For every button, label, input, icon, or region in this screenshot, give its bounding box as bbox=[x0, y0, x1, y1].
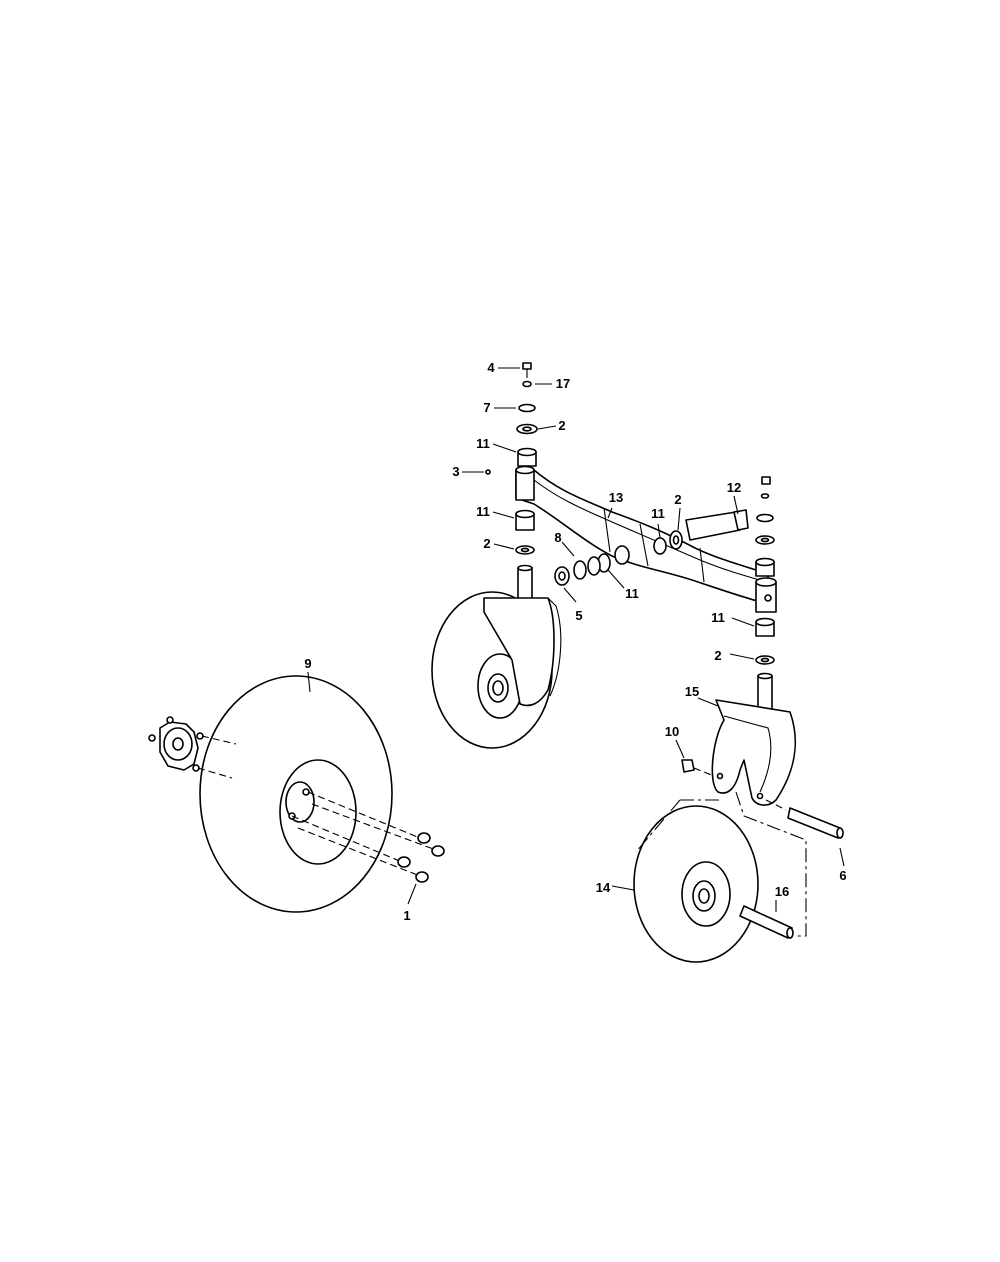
callout-3: 3 bbox=[452, 464, 459, 479]
left-caster-assembly bbox=[431, 564, 562, 749]
left-spindle-hardware bbox=[485, 362, 538, 555]
right-caster-fork bbox=[681, 672, 844, 839]
leader-lines bbox=[307, 367, 845, 912]
callout-8: 8 bbox=[554, 530, 561, 545]
callout-15: 15 bbox=[685, 684, 699, 699]
callout-7: 7 bbox=[483, 400, 490, 415]
callout-11: 11 bbox=[711, 610, 725, 625]
callout-2: 2 bbox=[714, 648, 721, 663]
callout-2: 2 bbox=[558, 418, 565, 433]
callout-17: 17 bbox=[556, 376, 570, 391]
callout-11: 11 bbox=[476, 504, 490, 519]
callout-11: 11 bbox=[625, 586, 639, 601]
callout-5: 5 bbox=[575, 608, 582, 623]
callout-12: 12 bbox=[727, 480, 741, 495]
pivot-bolt-hardware bbox=[554, 509, 749, 586]
front-axle-beam bbox=[515, 469, 769, 605]
callout-13: 13 bbox=[609, 490, 623, 505]
callout-11: 11 bbox=[476, 436, 490, 451]
callout-16: 16 bbox=[775, 884, 789, 899]
callout-2: 2 bbox=[674, 492, 681, 507]
callout-4: 4 bbox=[487, 360, 495, 375]
callout-6: 6 bbox=[839, 868, 846, 883]
rear-wheel-assembly bbox=[148, 675, 445, 913]
callout-labels: 1 2 2 2 2 3 4 5 6 7 8 9 10 11 11 11 11 1… bbox=[304, 360, 846, 923]
right-caster-wheel bbox=[633, 791, 807, 963]
right-spindle-hardware bbox=[755, 476, 777, 665]
callout-9: 9 bbox=[304, 656, 311, 671]
callout-2: 2 bbox=[483, 536, 490, 551]
callout-11: 11 bbox=[651, 506, 665, 521]
callout-10: 10 bbox=[665, 724, 679, 739]
callout-14: 14 bbox=[596, 880, 611, 895]
callout-1: 1 bbox=[403, 908, 410, 923]
